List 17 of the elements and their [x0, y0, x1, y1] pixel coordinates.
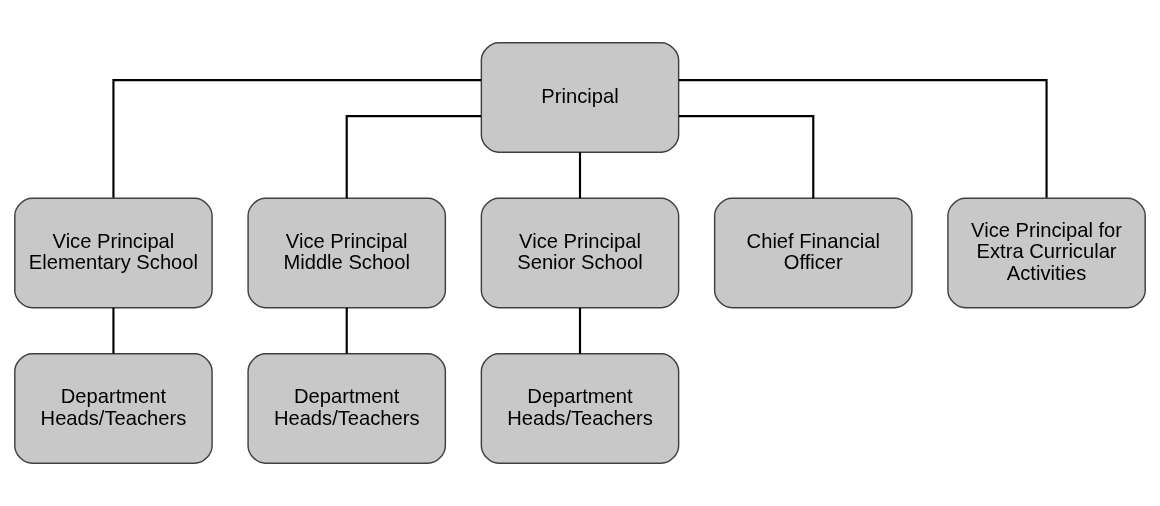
node-box: Vice Principal Middle School: [247, 197, 447, 309]
node-box: Chief Financial Officer: [713, 197, 913, 309]
node-box: Department Heads/Teachers: [14, 353, 213, 464]
connector: [578, 152, 582, 199]
connector: [112, 307, 115, 354]
connector: [345, 115, 482, 199]
node-box: Vice Principal Elementary School: [14, 197, 213, 309]
node-box: Principal: [480, 42, 680, 153]
node-box: Vice Principal Senior School: [480, 197, 680, 309]
connector: [345, 307, 348, 354]
node-box: Vice Principal for Extra Curricular Activities: [947, 197, 1146, 309]
connector: [578, 307, 582, 354]
node-box: Department Heads/Teachers: [247, 353, 447, 464]
connector: [678, 115, 815, 199]
connector: [678, 79, 1048, 198]
node-box: Department Heads/Teachers: [480, 353, 680, 464]
connector: [112, 79, 482, 198]
